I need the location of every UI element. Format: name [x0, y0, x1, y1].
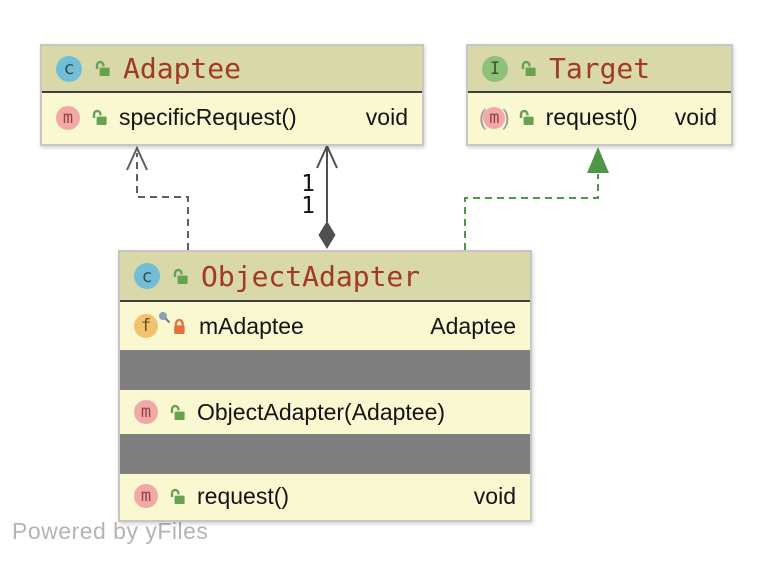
public-lock-icon	[170, 404, 185, 420]
member-row[interactable]: ( m ) request() void	[468, 93, 731, 142]
field-row[interactable]: f mAdaptee Adaptee	[120, 302, 530, 350]
class-header-object-adapter[interactable]: c ObjectAdapter	[120, 252, 530, 302]
method-return-type: void	[365, 104, 408, 130]
method-return-type: void	[473, 482, 516, 509]
method-name: request()	[545, 104, 638, 130]
public-lock-icon	[173, 268, 188, 284]
class-icon: c	[134, 263, 160, 289]
class-name: Adaptee	[123, 52, 242, 85]
pin-icon	[159, 311, 171, 323]
public-lock-icon	[95, 60, 110, 76]
realization-edge[interactable]	[464, 174, 599, 250]
method-name: specificRequest()	[119, 104, 297, 130]
method-icon: m	[483, 106, 506, 129]
method-icon: m	[134, 400, 158, 424]
multiplicity-label: 1	[301, 193, 315, 219]
class-name: ObjectAdapter	[201, 259, 421, 293]
dependency-edge[interactable]	[136, 153, 189, 250]
public-lock-icon	[92, 109, 107, 125]
private-lock-icon	[174, 318, 185, 334]
public-lock-icon	[170, 488, 185, 504]
paren: (	[479, 104, 487, 130]
dependency-arrowhead-icon	[126, 145, 148, 171]
yfiles-watermark: Powered by yFiles	[12, 518, 209, 544]
aggregation-diamond-icon	[318, 221, 336, 249]
interface-name: Target	[549, 52, 651, 85]
aggregation-arrowhead-icon	[316, 143, 338, 169]
public-lock-icon	[521, 60, 536, 76]
method-row[interactable]: m request() void	[120, 474, 530, 518]
constructor-name: ObjectAdapter(Adaptee)	[197, 398, 446, 425]
class-box-adaptee[interactable]: c Adaptee m specificRequest() void	[40, 44, 424, 146]
method-name: request()	[197, 482, 290, 509]
class-icon: c	[56, 55, 82, 82]
multiplicity-label: 1	[301, 171, 315, 197]
section-divider-band	[120, 434, 530, 474]
realization-triangle-icon	[587, 147, 609, 173]
field-name: mAdaptee	[199, 312, 304, 339]
member-row[interactable]: m specificRequest() void	[42, 93, 422, 142]
interface-header-target[interactable]: I Target	[468, 46, 731, 93]
section-divider-band	[120, 350, 530, 390]
method-icon: m	[134, 484, 158, 508]
class-header-adaptee[interactable]: c Adaptee	[42, 46, 422, 93]
field-icon: f	[134, 314, 158, 338]
public-lock-icon	[519, 109, 534, 125]
interface-icon: I	[482, 55, 508, 82]
method-return-type: void	[674, 104, 717, 130]
method-row[interactable]: m ObjectAdapter(Adaptee)	[120, 390, 530, 434]
method-icon: m	[56, 105, 80, 130]
interface-box-target[interactable]: I Target ( m ) request() void	[466, 44, 733, 146]
field-type: Adaptee	[430, 312, 516, 339]
class-box-object-adapter[interactable]: c ObjectAdapter f mAdaptee Adaptee m	[118, 250, 532, 522]
paren: )	[502, 104, 510, 130]
abstract-method-icon: ( m )	[479, 104, 510, 131]
